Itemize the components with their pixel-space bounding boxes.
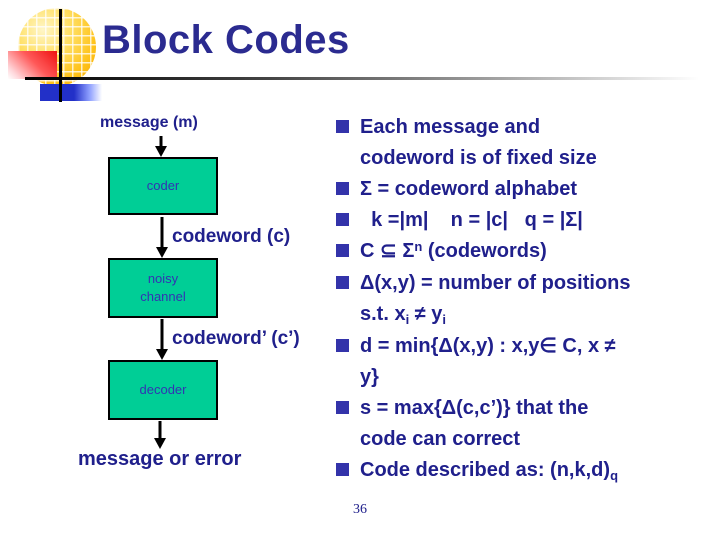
bullet-square-icon xyxy=(336,401,349,414)
bullet-square-icon xyxy=(336,339,349,352)
flow-arrow-decoder-to-output xyxy=(154,421,166,449)
diagram-label-output: message or error xyxy=(78,448,242,470)
bullet-item: d = min{Δ(x,y) : x,y∈ C, x ≠y} xyxy=(336,331,714,393)
flow-arrow-coder-to-channel xyxy=(156,217,168,258)
diagram-label-codeword: codeword (c) xyxy=(172,226,291,247)
logo-vertical-line xyxy=(59,9,62,102)
arrow-stem xyxy=(160,319,164,351)
diagram-label-message: message (m) xyxy=(100,114,198,131)
decoder-box: decoder xyxy=(108,360,218,420)
arrow-head-icon xyxy=(156,349,168,360)
bullet-square-icon xyxy=(336,463,349,476)
bullet-square-icon xyxy=(336,182,349,195)
bullet-item: Code described as: (n,k,d)q xyxy=(336,455,714,487)
arrow-stem xyxy=(159,136,163,148)
bullet-square-icon xyxy=(336,244,349,257)
bullet-text: Code described as: (n,k,d)q xyxy=(360,459,619,483)
bullet-text: k =|m| n = |c| q = |Σ| xyxy=(360,209,583,231)
flow-arrow-channel-to-decoder xyxy=(156,319,168,360)
coder-box: coder xyxy=(108,157,218,215)
arrow-head-icon xyxy=(154,438,166,449)
title-divider-line xyxy=(25,77,720,80)
arrow-head-icon xyxy=(155,146,167,157)
logo-red-square xyxy=(8,51,57,79)
bullet-square-icon xyxy=(336,213,349,226)
page-number: 36 xyxy=(353,502,367,517)
bullet-text: d = min{Δ(x,y) : x,y∈ C, x ≠y} xyxy=(360,335,616,388)
bullet-item: C ⊆ Σn (codewords) xyxy=(336,236,714,268)
bullet-square-icon xyxy=(336,276,349,289)
arrow-head-icon xyxy=(156,247,168,258)
bullet-text: Σ = codeword alphabet xyxy=(360,178,578,200)
page-title: Block Codes xyxy=(102,18,350,62)
arrow-stem xyxy=(160,217,164,249)
bullet-item: k =|m| n = |c| q = |Σ| xyxy=(336,205,714,236)
noisy-channel-box: noisy channel xyxy=(108,258,218,318)
bullet-item: Σ = codeword alphabet xyxy=(336,174,714,205)
flow-arrow-message-to-coder xyxy=(155,136,167,157)
diagram-label-codeword-prime: codeword’ (c’) xyxy=(172,328,300,349)
logo-blue-square xyxy=(40,84,102,101)
arrow-stem xyxy=(158,421,162,440)
bullet-square-icon xyxy=(336,120,349,133)
bullet-text: C ⊆ Σn (codewords) xyxy=(360,239,547,262)
